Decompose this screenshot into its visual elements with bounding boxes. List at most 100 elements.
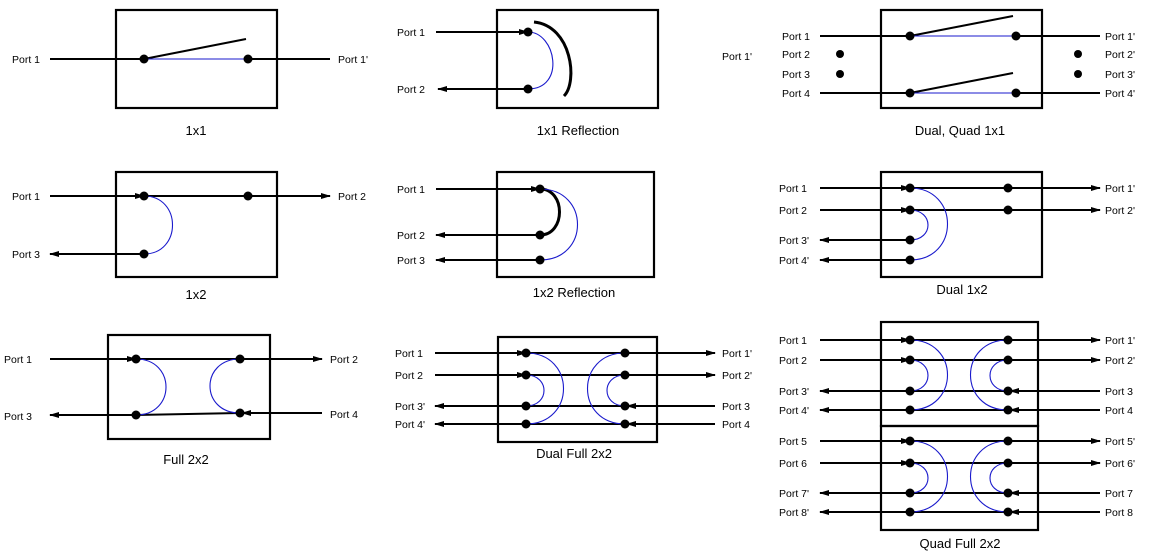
diagram-caption: 1x2 xyxy=(186,287,207,302)
port-node xyxy=(535,184,545,194)
port-node xyxy=(535,230,545,240)
switch-arm xyxy=(143,38,247,60)
port-label: Port 4 xyxy=(330,409,358,421)
connection-path xyxy=(606,374,626,407)
switch-box xyxy=(879,170,1044,279)
connection-path xyxy=(969,440,1009,513)
port-node xyxy=(1074,50,1082,58)
diagram-caption: Dual, Quad 1x1 xyxy=(915,123,1005,138)
diagram-caption: Dual 1x2 xyxy=(936,282,987,297)
switch-box xyxy=(495,170,656,279)
connection-path xyxy=(909,339,949,411)
port-node xyxy=(1003,205,1013,215)
port-node xyxy=(235,408,245,418)
port-node xyxy=(1011,88,1021,98)
port-label: Port 2 xyxy=(330,354,358,366)
diagram-dual-full-2x2: Port 1 Port 2 Port 3' Port 4' Port 1' Po… xyxy=(395,335,752,461)
connection-path xyxy=(527,31,554,90)
port-label: Port 1' xyxy=(338,54,368,66)
port-label: Port 1 xyxy=(782,31,810,43)
port-label: Port 2' xyxy=(1105,205,1135,217)
port-label: Port 4 xyxy=(1105,405,1133,417)
connection-path xyxy=(909,359,929,392)
port-label: Port 8' xyxy=(779,507,809,519)
port-label: Port 5 xyxy=(779,436,807,448)
port-label: Port 3 xyxy=(1105,386,1133,398)
port-label: Port 1' xyxy=(722,348,752,360)
port-label: Port 1' xyxy=(1105,335,1135,347)
port-node xyxy=(523,84,533,94)
diagram-caption: Full 2x2 xyxy=(163,452,209,467)
reflector-arc xyxy=(539,187,561,237)
port-label: Port 1 xyxy=(779,335,807,347)
port-label: Port 1 xyxy=(12,54,40,66)
switch-box xyxy=(879,8,1044,110)
port-node xyxy=(905,386,915,396)
connection-path xyxy=(909,440,949,513)
port-label: Port 3' xyxy=(779,386,809,398)
port-label: Port 3' xyxy=(779,235,809,247)
port-node xyxy=(1011,31,1021,41)
diagram-caption: 1x2 Reflection xyxy=(533,285,615,300)
port-label: Port 7' xyxy=(779,488,809,500)
port-node xyxy=(1003,458,1013,468)
connection-path xyxy=(909,209,929,241)
port-node xyxy=(521,348,531,358)
port-node xyxy=(836,50,844,58)
port-label: Port 4' xyxy=(779,255,809,267)
port-label: Port 2 xyxy=(338,191,366,203)
port-node xyxy=(1003,386,1013,396)
port-label: Port 4' xyxy=(1105,88,1135,100)
diagram-dual-1x2: Port 1 Port 2 Port 3' Port 4' Port 1' Po… xyxy=(779,170,1135,297)
port-node xyxy=(905,335,915,345)
port-label: Port 1 xyxy=(4,354,32,366)
port-node xyxy=(905,255,915,265)
switch-box xyxy=(495,8,660,110)
port-node xyxy=(1003,507,1013,517)
port-node xyxy=(836,70,844,78)
port-label: Port 8 xyxy=(1105,507,1133,519)
connection-path xyxy=(525,374,545,407)
port-label: Port 2 xyxy=(779,355,807,367)
connection-path xyxy=(909,187,949,261)
port-node xyxy=(905,507,915,517)
port-label: Port 2' xyxy=(1105,49,1135,61)
diagram-1x1: Port 1 Port 1' 1x1 xyxy=(12,8,368,138)
port-node xyxy=(243,54,253,64)
connection-path xyxy=(539,188,579,261)
port-label: Port 2 xyxy=(397,230,425,242)
connection-path xyxy=(209,358,241,414)
diagram-1x1-reflection: Port 1 Port 2 1x1 Reflection xyxy=(397,8,660,138)
switch-box xyxy=(114,170,279,279)
port-node xyxy=(905,458,915,468)
port-node xyxy=(1003,436,1013,446)
connection-path xyxy=(586,352,626,425)
port-label: Port 4' xyxy=(395,419,425,431)
diagram-1x2-reflection: Port 1 Port 2 Port 3 1x2 Reflection xyxy=(397,170,656,300)
port-label: Port 3 xyxy=(4,411,32,423)
port-label: Port 3 xyxy=(397,255,425,267)
port-label: Port 1 xyxy=(12,191,40,203)
port-label: Port 1' xyxy=(1105,31,1135,43)
port-node xyxy=(905,183,915,193)
port-label: Port 3' xyxy=(395,401,425,413)
port-label: Port 4 xyxy=(722,419,750,431)
port-node xyxy=(905,436,915,446)
diagram-1x2: Port 1 Port 2 Port 3 1x2 xyxy=(12,170,366,302)
port-node xyxy=(1003,355,1013,365)
port-label: Port 1' xyxy=(722,51,752,63)
port-node xyxy=(139,191,149,201)
port-node xyxy=(905,235,915,245)
port-node xyxy=(131,410,141,420)
port-label: Port 2' xyxy=(722,370,752,382)
port-node xyxy=(1003,335,1013,345)
port-node xyxy=(1003,488,1013,498)
port-node xyxy=(523,27,533,37)
diagram-caption: Dual Full 2x2 xyxy=(536,446,612,461)
port-label: Port 3' xyxy=(1105,69,1135,81)
port-node xyxy=(620,370,630,380)
diagram-caption: 1x1 Reflection xyxy=(537,123,619,138)
port-label: Port 5' xyxy=(1105,436,1135,448)
port-node xyxy=(131,354,141,364)
diagram-caption: Quad Full 2x2 xyxy=(920,536,1001,551)
